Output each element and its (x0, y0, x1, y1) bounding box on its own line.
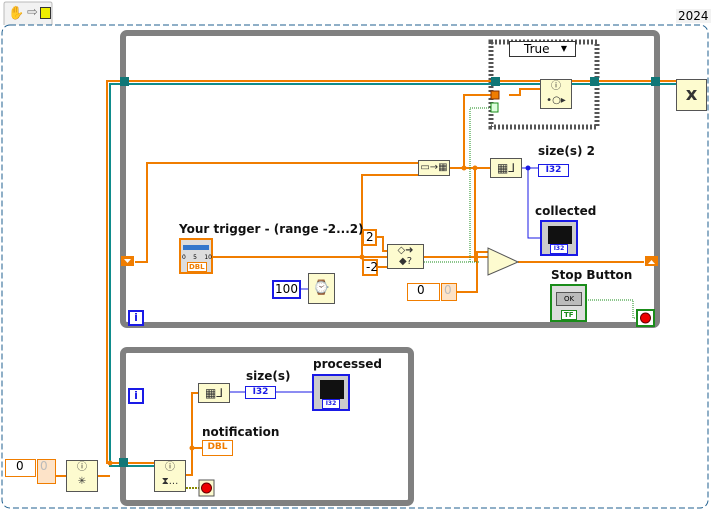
release-notifier-node[interactable]: x (676, 79, 707, 111)
tunnel-left (120, 77, 129, 86)
diagram-frame (1, 24, 709, 509)
stop-type: TF (561, 310, 577, 320)
case-selector-terminal (490, 102, 499, 113)
stop-button[interactable]: OK TF (550, 284, 587, 322)
obtain-notifier-node[interactable]: ⓘ✳ (66, 460, 98, 492)
size-label-2: size(s) (246, 369, 291, 383)
numeric-ghost: 0 (441, 283, 457, 301)
tunnel-right (651, 77, 660, 86)
wait-node[interactable]: ⌚ (308, 273, 335, 304)
numeric-control[interactable]: 0 (407, 283, 440, 301)
clock-icon: ⌚ (312, 280, 331, 296)
case-orange-tunnel (490, 90, 500, 100)
create-icon: ✳ (77, 476, 87, 487)
loop2-iteration-terminal: i (128, 388, 144, 404)
warning-icon: ⓘ (551, 81, 561, 92)
vi-icon[interactable] (40, 7, 51, 19)
left-numeric-control[interactable]: 0 (5, 459, 36, 477)
wait-ms-const[interactable]: 100 (272, 280, 301, 299)
arrow-icon[interactable]: ⇨ (27, 5, 38, 20)
collected-type: I32 (550, 244, 568, 254)
stop-label: Stop Button (551, 268, 633, 282)
version-label: 2024 (676, 9, 711, 23)
case-tunnel-out (590, 77, 599, 86)
scale-tick: 10 (204, 254, 212, 261)
close-x-icon: x (685, 84, 698, 105)
in-range-node[interactable]: ◇➜◆? (387, 244, 424, 269)
loop2-tunnel (119, 458, 128, 467)
size-label: size(s) 2 (538, 144, 596, 158)
processed-graph-terminal: I32 (312, 374, 350, 411)
array-icon: ▭→▦ (420, 162, 448, 173)
wait-on-notification-node[interactable]: ⓘ ⧗... (154, 460, 186, 492)
select-node[interactable] (487, 247, 520, 276)
stop-button-ok: OK (556, 292, 582, 306)
trigger-type: DBL (187, 262, 207, 272)
notifier-send-node[interactable]: ⓘ•○▸ (540, 79, 572, 109)
case-selector[interactable]: True ▼ (509, 41, 576, 57)
case-selector-value: True (524, 42, 550, 56)
scale-tick: 5 (193, 254, 197, 261)
collected-graph-terminal: I32 (540, 220, 578, 256)
slider-bar (183, 245, 209, 250)
processed-type: I32 (322, 399, 340, 409)
const-lower[interactable]: -2 (362, 259, 378, 276)
size-indicator: I32 (538, 164, 569, 177)
notification-label: notification (202, 425, 280, 439)
warning-icon: ⓘ (165, 462, 175, 473)
scale-tick: 0 (182, 254, 186, 261)
array-size-node[interactable]: ▦⅃ (490, 158, 522, 178)
array-size-icon: ▦⅃ (204, 386, 224, 400)
loop1-iteration-terminal: i (128, 310, 144, 326)
trigger-label: Your trigger - (range -2...2) (179, 222, 364, 236)
build-array-node[interactable]: ▭→▦ (418, 160, 450, 176)
collected-label: collected (535, 204, 597, 218)
hand-icon[interactable]: ✋ (8, 6, 25, 21)
case-tunnel-in (491, 77, 500, 86)
array-size-icon: ▦⅃ (496, 161, 516, 175)
left-numeric-ghost: 0 (37, 459, 56, 484)
dropdown-icon: ▼ (560, 44, 567, 53)
warning-icon: ⓘ (77, 462, 87, 473)
size-indicator-2: I32 (245, 386, 276, 399)
notification-indicator: DBL (202, 440, 233, 456)
array-size-node-2[interactable]: ▦⅃ (198, 383, 230, 403)
processed-label: processed (313, 357, 383, 371)
while-loop-1 (120, 30, 660, 328)
while-loop-2 (120, 347, 414, 506)
hourglass-icon: ⧗... (161, 476, 179, 487)
in-range-icon: ◇➜◆? (397, 245, 414, 267)
const-upper[interactable]: 2 (362, 229, 377, 246)
